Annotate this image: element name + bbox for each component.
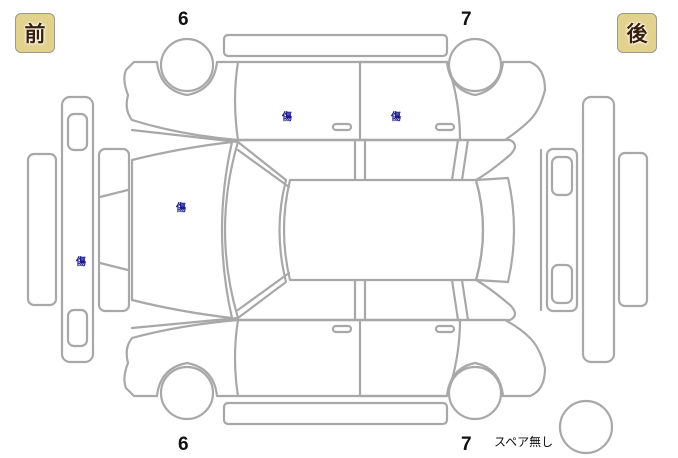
rear-door-left[interactable]	[358, 60, 462, 142]
wheel-front-left[interactable]	[159, 37, 215, 93]
damage-mark: 傷	[76, 257, 86, 268]
windshield[interactable]	[223, 140, 288, 320]
right-side-body[interactable]	[123, 318, 547, 398]
left-side-sill[interactable]	[222, 33, 449, 58]
wheel-label-rear-bottom: 7	[461, 434, 472, 455]
wheel-label-front-bottom: 6	[178, 434, 189, 455]
wheel-label-front-top: 6	[178, 9, 189, 30]
spare-tire[interactable]	[558, 399, 614, 455]
front-outer-bumper[interactable]	[26, 152, 58, 307]
damage-mark: 傷	[391, 112, 401, 123]
damage-mark: 傷	[282, 112, 292, 123]
rear-door-right[interactable]	[358, 318, 462, 398]
rear-bumper[interactable]	[581, 95, 616, 364]
front-door-right[interactable]	[233, 318, 362, 398]
left-side-body[interactable]	[123, 60, 547, 142]
rear-window[interactable]	[474, 176, 516, 284]
rear-label: 後	[626, 22, 648, 46]
wheel-rear-left[interactable]	[447, 37, 503, 93]
front-door-left[interactable]	[233, 60, 362, 142]
damage-mark: 傷	[176, 203, 186, 214]
wheel-front-right[interactable]	[159, 365, 215, 421]
front-fog-lamp-top	[66, 112, 89, 152]
wheel-label-rear-top: 7	[461, 9, 472, 30]
front-bumper[interactable]	[60, 95, 95, 364]
rear-outer-bumper[interactable]	[617, 151, 649, 308]
wheel-rear-right[interactable]	[447, 365, 503, 421]
rear-tail-panel[interactable]	[545, 147, 579, 313]
front-badge: 前	[15, 13, 55, 53]
right-side-sill[interactable]	[222, 401, 449, 426]
front-grille[interactable]	[97, 147, 131, 313]
roof[interactable]	[282, 178, 485, 282]
hood[interactable]	[130, 140, 234, 320]
spare-label: スペア無し	[494, 435, 554, 449]
front-label: 前	[24, 22, 46, 46]
front-fog-lamp-bottom	[66, 308, 89, 348]
rear-badge: 後	[617, 13, 657, 53]
